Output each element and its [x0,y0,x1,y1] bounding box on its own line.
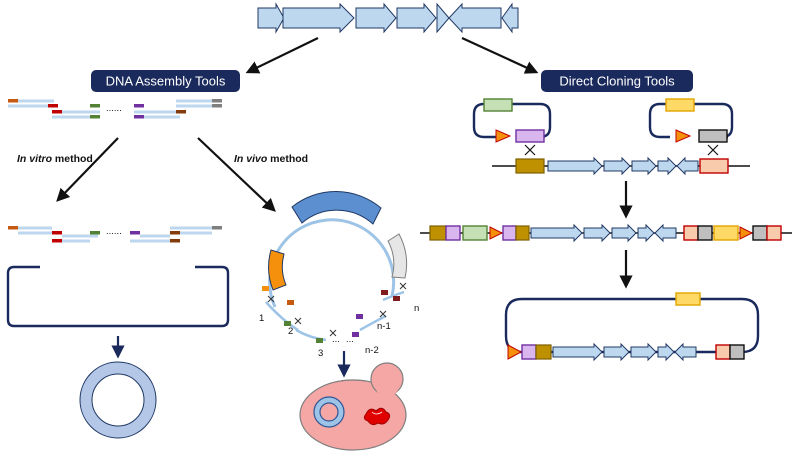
label-n-minus-1: n-1 [377,321,391,332]
label-2: 2 [288,326,293,337]
direct-cloning-tools-header: Direct Cloning Tools [541,70,693,92]
top-gene-cluster [257,2,519,34]
crossover-x-icon [267,282,407,337]
gene-arrow-icon [355,2,397,34]
gene-arrow-icon [654,223,677,243]
label-3: 3 [318,348,323,359]
gene-arrow-icon [547,156,603,176]
dna-assembly-tools-header: DNA Assembly Tools [91,70,240,92]
promoter-triangle-icon [495,129,512,143]
gene-arrow-icon [631,156,657,176]
direct-cloning-title: Direct Cloning Tools [559,74,675,89]
label-1: 1 [259,313,264,324]
promoter-triangle-icon [489,226,504,240]
dots-a: ... [332,334,340,345]
arrow-in-vitro [56,137,119,202]
in-vivo-label: In vivo method [234,153,308,165]
capture-vector-left [472,98,552,156]
gene-arrow-icon [611,223,637,243]
captured-plasmid [504,292,760,362]
gene-arrow-icon [603,342,630,362]
gene-arrow-icon [674,342,697,362]
gene-arrow-icon [630,342,657,362]
yeast-cell-icon [299,362,407,451]
fragment-top-blue [291,191,382,225]
promoter-triangle-icon [739,226,754,240]
in-vivo-assembly: 1 2 3 ... ... n n-1 n-2 [259,191,419,359]
gene-arrow-icon [436,2,450,34]
capture-vector-right [648,98,734,156]
dots-b: ... [346,334,354,345]
in-vitro-label: In vitro method [17,153,93,165]
gene-arrow-icon [501,2,519,34]
crossover-x-icon [524,144,536,156]
gene-arrow-icon [530,223,583,243]
gene-arrow-icon [657,342,675,362]
dna-assembly-title: DNA Assembly Tools [106,74,226,89]
fragment-grey [387,233,408,279]
label-n-minus-2: n-2 [365,345,379,356]
fragment-ellipsis-2: ...... [106,226,122,237]
promoter-triangle-icon [675,129,692,143]
genome-target-line [492,156,750,176]
gene-arrow-icon [583,223,611,243]
gene-arrow-icon [396,2,437,34]
gene-arrow-icon [657,156,677,176]
gene-arrow-icon [448,2,502,34]
overlap-fragments-top: ...... [8,99,222,119]
promoter-triangle-icon [507,344,523,360]
fragment-orange [268,249,287,291]
gene-arrow-icon [552,342,603,362]
label-n: n [414,303,419,314]
arrow-to-direct-cloning [461,37,539,74]
in-vitro-fragments: ...... [8,226,222,243]
integrated-locus-line [420,223,792,243]
gene-arrow-icon [637,223,655,243]
arrow-to-assembly [245,37,319,74]
gene-arrow-icon [257,2,285,34]
gene-arrow-icon [676,156,699,176]
crossover-x-icon [707,144,719,156]
fragment-ellipsis: ...... [106,103,122,114]
gene-arrow-icon [603,156,631,176]
linear-vector-backbone [6,265,230,328]
gene-arrow-icon [282,2,355,34]
arrow-in-vivo [197,137,276,212]
